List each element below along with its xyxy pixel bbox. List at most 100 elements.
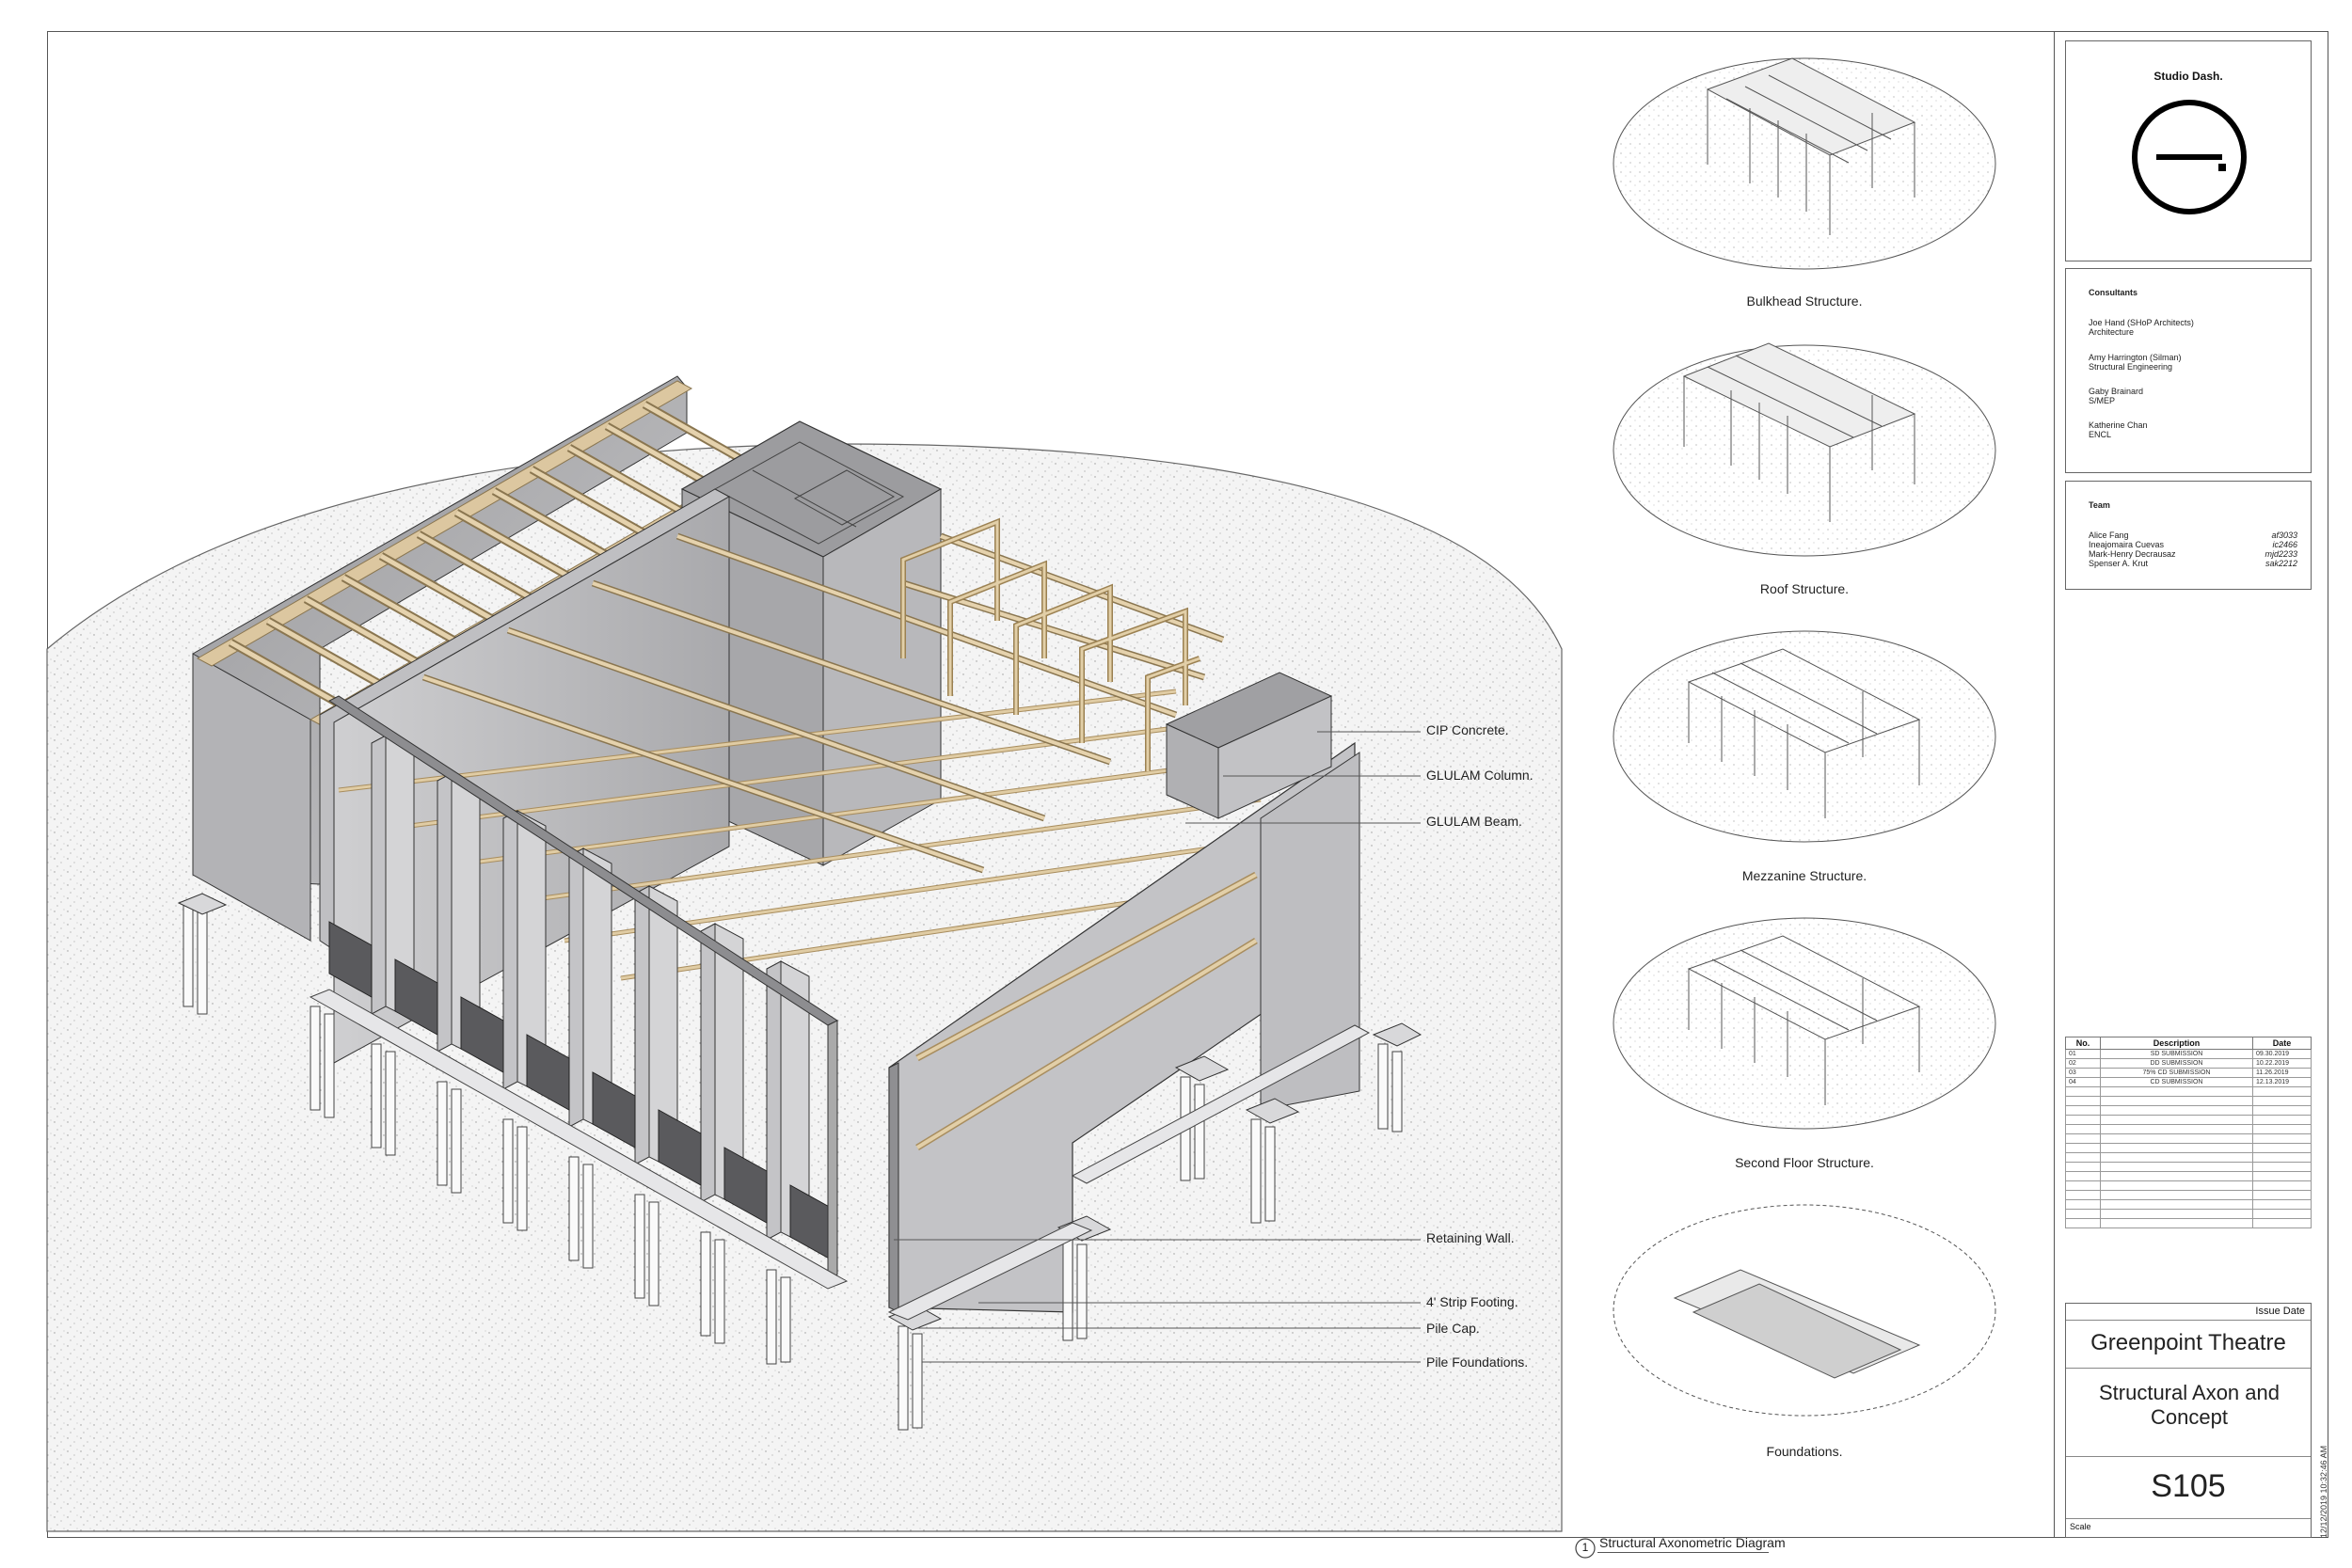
pile-foundations xyxy=(183,902,1403,1431)
team-heading: Team xyxy=(2089,500,2110,510)
table-row: 04 CD SUBMISSION 12.13.2019 xyxy=(2065,1077,2312,1087)
table-row-empty xyxy=(2065,1199,2312,1210)
team-box: Team Alice Fang af3033 Ineajomaira Cueva… xyxy=(2065,481,2312,590)
divider-4 xyxy=(2066,1518,2311,1519)
callout-cip-concrete: CIP Concrete. xyxy=(1426,722,1509,737)
revisions-table: No. Description Date 01 SD SUBMISSION 09… xyxy=(2065,1037,2312,1228)
rev-no: 04 xyxy=(2065,1077,2101,1087)
rev-date: 09.30.2019 xyxy=(2252,1049,2312,1059)
team-member-4: Spenser A. Krut xyxy=(2089,559,2149,568)
consultant-4-name: Katherine Chan xyxy=(2089,420,2148,430)
studio-dash-logo xyxy=(2132,100,2247,214)
rev-no: 01 xyxy=(2065,1049,2101,1059)
rev-header-description: Description xyxy=(2100,1037,2253,1050)
table-row-empty xyxy=(2065,1105,2312,1116)
rev-desc: DD SUBMISSION xyxy=(2100,1058,2253,1069)
project-name: Greenpoint Theatre xyxy=(2090,1330,2286,1355)
table-row-empty xyxy=(2065,1096,2312,1106)
table-row-empty xyxy=(2065,1218,2312,1228)
firm-logo-box: Studio Dash. xyxy=(2065,40,2312,261)
strip-footing xyxy=(309,989,1371,1321)
concrete-fins xyxy=(371,735,782,1241)
rev-desc: SD SUBMISSION xyxy=(2100,1049,2253,1059)
callout-glulam-column: GLULAM Column. xyxy=(1426,768,1534,783)
table-row-empty xyxy=(2065,1171,2312,1181)
caption-bulkhead: Bulkhead Structure. xyxy=(1746,293,1863,309)
consultant-3-role: S/MEP xyxy=(2089,396,2116,405)
team-id-2: ic2466 xyxy=(2272,540,2297,549)
view-tag-circle xyxy=(1575,1538,1596,1559)
project-info-box: Issue Date Greenpoint Theatre Structural… xyxy=(2065,1303,2312,1538)
caption-mezzanine: Mezzanine Structure. xyxy=(1741,868,1867,883)
table-row-empty xyxy=(2065,1124,2312,1134)
divider-3 xyxy=(2066,1456,2311,1457)
table-row-empty xyxy=(2065,1209,2312,1219)
table-row-empty xyxy=(2065,1086,2312,1097)
sheet-title: Structural Axon and Concept xyxy=(2098,1381,2280,1429)
view-title-underline xyxy=(1597,1552,1769,1553)
table-row-empty xyxy=(2065,1152,2312,1163)
table-row-empty xyxy=(2065,1115,2312,1125)
print-timestamp: 12/12/2019 10:32:46 AM xyxy=(2319,1445,2328,1538)
callout-pile-cap: Pile Cap. xyxy=(1426,1321,1480,1336)
table-row: 01 SD SUBMISSION 09.30.2019 xyxy=(2065,1049,2312,1059)
rev-date: 10.22.2019 xyxy=(2252,1058,2312,1069)
caption-second-floor: Second Floor Structure. xyxy=(1735,1155,1874,1170)
title-block-divider xyxy=(2054,31,2055,1538)
leader-lines xyxy=(894,731,1421,1363)
consultant-1-name: Joe Hand (SHoP Architects) xyxy=(2089,318,2194,327)
view-tag: 1 xyxy=(1574,1537,1597,1560)
callout-retaining-wall: Retaining Wall. xyxy=(1426,1230,1515,1245)
small-diagram-ellipses xyxy=(1613,57,1996,1130)
callout-pile-foundations: Pile Foundations. xyxy=(1426,1354,1529,1370)
table-row-empty xyxy=(2065,1190,2312,1200)
team-member-3: Mark-Henry Decrausaz xyxy=(2089,549,2176,559)
divider-2 xyxy=(2066,1368,2311,1369)
table-row-empty xyxy=(2065,1133,2312,1144)
rev-date: 11.26.2019 xyxy=(2252,1068,2312,1078)
callout-strip-footing: 4' Strip Footing. xyxy=(1426,1294,1518,1309)
callout-glulam-beam: GLULAM Beam. xyxy=(1426,814,1522,829)
consultant-2-name: Amy Harrington (Silman) xyxy=(2089,353,2182,362)
table-row-empty xyxy=(2065,1162,2312,1172)
consultants-heading: Consultants xyxy=(2089,288,2138,297)
consultant-2-role: Structural Engineering xyxy=(2089,362,2173,372)
mini-structure-2 xyxy=(1682,342,1916,522)
team-id-3: mjd2233 xyxy=(2265,549,2297,559)
mini-structure-4 xyxy=(1687,935,1921,1105)
rev-no: 02 xyxy=(2065,1058,2101,1069)
issue-date-label: Issue Date xyxy=(2255,1306,2305,1317)
team-id-4: sak2212 xyxy=(2265,559,2297,568)
rev-desc: 75% CD SUBMISSION xyxy=(2100,1068,2253,1078)
caption-foundations: Foundations. xyxy=(1766,1444,1843,1459)
team-member-2: Ineajomaira Cuevas xyxy=(2089,540,2165,549)
table-row: 03 75% CD SUBMISSION 11.26.2019 xyxy=(2065,1068,2312,1078)
rev-header-date: Date xyxy=(2252,1037,2312,1050)
rev-no: 03 xyxy=(2065,1068,2101,1078)
rev-date: 12.13.2019 xyxy=(2252,1077,2312,1087)
table-row: 02 DD SUBMISSION 10.22.2019 xyxy=(2065,1058,2312,1069)
mini-structure-3 xyxy=(1687,648,1921,818)
mini-structure-1 xyxy=(1706,57,1916,235)
seating-blocks xyxy=(328,921,834,1261)
table-row-empty xyxy=(2065,1180,2312,1191)
end-wall-left xyxy=(192,653,311,942)
scale-label: Scale xyxy=(2070,1522,2091,1531)
sheet-number: S105 xyxy=(2151,1468,2226,1504)
caption-roof: Roof Structure. xyxy=(1759,581,1850,596)
mini-structure-5 xyxy=(1673,1269,1921,1379)
rev-desc: CD SUBMISSION xyxy=(2100,1077,2253,1087)
rev-header-no: No. xyxy=(2065,1037,2101,1050)
view-number: 1 xyxy=(1581,1541,1589,1554)
consultant-1-role: Architecture xyxy=(2089,327,2135,337)
table-row-empty xyxy=(2065,1143,2312,1153)
consultant-3-name: Gaby Brainard xyxy=(2089,387,2144,396)
team-id-1: af3033 xyxy=(2271,531,2297,540)
firm-name: Studio Dash. xyxy=(2153,70,2223,83)
view-title: Structural Axonometric Diagram xyxy=(1599,1535,1786,1550)
consultants-box: Consultants Joe Hand (SHoP Architects) A… xyxy=(2065,268,2312,473)
divider-1 xyxy=(2066,1320,2311,1321)
consultant-4-role: ENCL xyxy=(2089,430,2112,439)
team-member-1: Alice Fang xyxy=(2089,531,2129,540)
